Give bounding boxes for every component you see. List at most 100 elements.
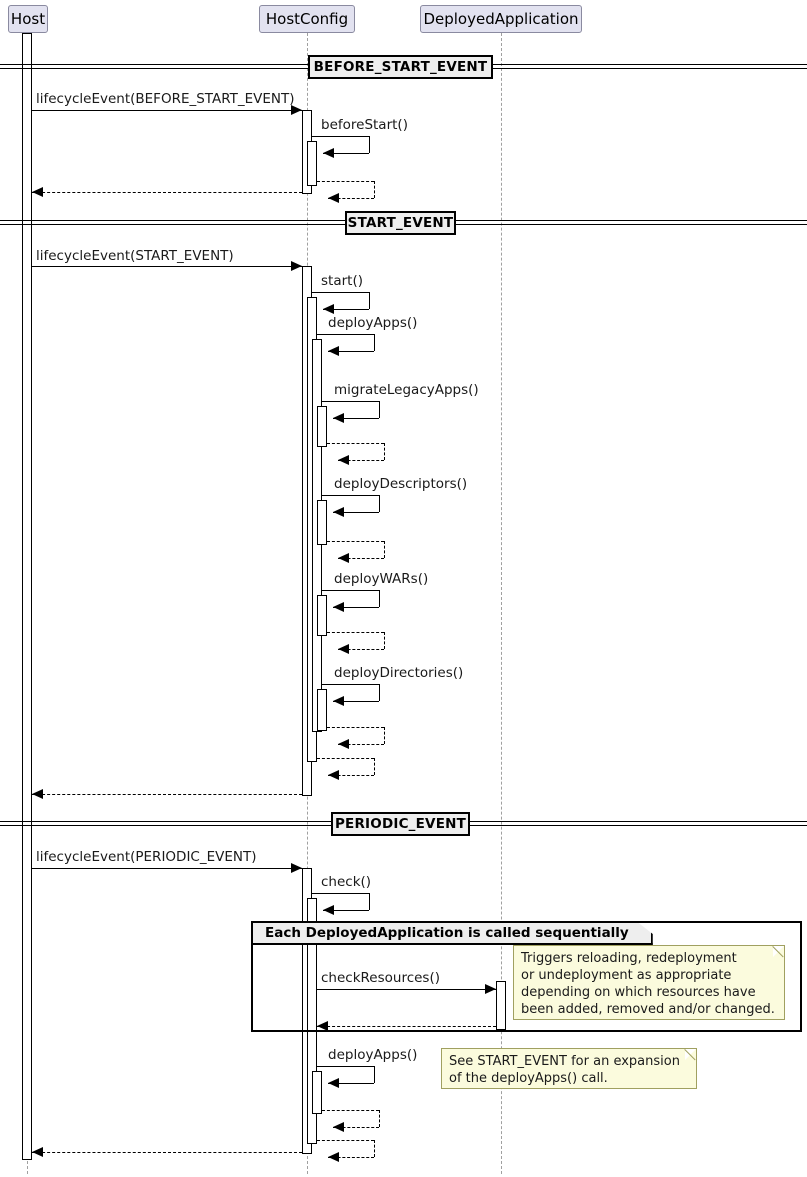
- arrowhead-icon: [328, 346, 339, 356]
- arrowhead-icon: [485, 984, 496, 994]
- arrowhead-icon: [32, 789, 43, 799]
- self-message-line: [327, 541, 384, 542]
- self-message-line: [327, 443, 384, 444]
- self-message-line: [374, 1066, 375, 1083]
- arrowhead-icon: [333, 696, 344, 706]
- self-message-line: [328, 1157, 374, 1158]
- self-message-line: [384, 541, 385, 558]
- self-message-line: [312, 136, 369, 137]
- message-label: check(): [321, 874, 372, 890]
- self-message-line: [369, 893, 370, 910]
- message-line: [317, 989, 496, 990]
- self-message-line: [338, 744, 384, 745]
- self-message-line: [369, 292, 370, 309]
- self-message-line: [333, 512, 379, 513]
- self-message-line: [338, 649, 384, 650]
- self-message-line: [338, 460, 384, 461]
- divider-periodic: PERIODIC_EVENT: [331, 812, 470, 836]
- message-label: lifecycleEvent(BEFORE_START_EVENT): [36, 91, 295, 107]
- self-message-line: [322, 684, 379, 685]
- arrowhead-icon: [323, 148, 334, 158]
- self-message-line: [379, 495, 380, 512]
- self-message-line: [379, 401, 380, 418]
- self-message-line: [333, 607, 379, 608]
- activation-bar: [312, 1071, 322, 1114]
- self-message-line: [323, 153, 369, 154]
- self-message-line: [322, 401, 379, 402]
- arrowhead-icon: [328, 770, 339, 780]
- self-message-line: [384, 632, 385, 649]
- arrowhead-icon: [317, 1021, 328, 1031]
- message-line: [32, 192, 302, 193]
- message-line: [32, 110, 302, 111]
- self-message-line: [317, 1140, 374, 1141]
- note-fold-corner-icon: [773, 946, 784, 957]
- self-message-line: [379, 684, 380, 701]
- note-fold-corner-icon: [685, 1049, 696, 1060]
- self-message-line: [317, 758, 374, 759]
- self-message-line: [322, 1110, 379, 1111]
- self-message-line: [379, 1110, 380, 1127]
- arrowhead-icon: [328, 1152, 339, 1162]
- message-label: deployWARs(): [334, 571, 429, 587]
- message-label: lifecycleEvent(PERIODIC_EVENT): [36, 849, 257, 865]
- self-message-line: [384, 443, 385, 460]
- message-line: [32, 1152, 302, 1153]
- self-message-line: [333, 1127, 379, 1128]
- message-label: deployApps(): [328, 315, 418, 331]
- activation-bar: [317, 406, 327, 447]
- divider-before-start: BEFORE_START_EVENT: [308, 55, 493, 79]
- arrowhead-icon: [333, 602, 344, 612]
- arrowhead-icon: [328, 1078, 339, 1088]
- self-message-line: [374, 758, 375, 775]
- note-deployapps-note: See START_EVENT for an expansion of the …: [441, 1048, 697, 1089]
- self-message-line: [327, 632, 384, 633]
- self-message-line: [328, 775, 374, 776]
- self-message-line: [379, 590, 380, 607]
- self-message-line: [374, 1140, 375, 1157]
- self-message-line: [312, 893, 369, 894]
- fragment-each-deployed-application: [251, 921, 802, 1032]
- self-message-line: [328, 1083, 374, 1084]
- message-line: [317, 1026, 496, 1027]
- participant-hostconfig[interactable]: HostConfig: [259, 5, 355, 33]
- arrowhead-icon: [32, 1147, 43, 1157]
- arrowhead-icon: [323, 905, 334, 915]
- self-message-line: [317, 181, 374, 182]
- self-message-line: [317, 334, 374, 335]
- arrowhead-icon: [333, 413, 344, 423]
- arrowhead-icon: [291, 863, 302, 873]
- self-message-line: [322, 495, 379, 496]
- message-label: deployApps(): [328, 1047, 418, 1063]
- arrowhead-icon: [338, 553, 349, 563]
- arrowhead-icon: [333, 507, 344, 517]
- self-message-line: [317, 1066, 374, 1067]
- arrowhead-icon: [338, 644, 349, 654]
- participant-host[interactable]: Host: [8, 5, 48, 33]
- self-message-line: [323, 910, 369, 911]
- activation-bar: [496, 981, 506, 1030]
- arrowhead-icon: [291, 105, 302, 115]
- message-label: migrateLegacyApps(): [334, 382, 479, 398]
- participant-deployedapplication[interactable]: DeployedApplication: [420, 5, 582, 33]
- self-message-line: [333, 701, 379, 702]
- activation-bar: [307, 141, 317, 186]
- activation-bar: [317, 500, 327, 545]
- arrowhead-icon: [328, 193, 339, 203]
- message-label: beforeStart(): [321, 117, 408, 133]
- self-message-line: [384, 727, 385, 744]
- self-message-line: [369, 136, 370, 153]
- self-message-line: [374, 181, 375, 198]
- lifeline-deployedapplication: [501, 33, 502, 1174]
- message-label: deployDirectories(): [334, 665, 464, 681]
- activation-bar: [317, 689, 327, 731]
- message-label: lifecycleEvent(START_EVENT): [36, 248, 234, 264]
- arrowhead-icon: [338, 455, 349, 465]
- message-label: checkResources(): [321, 970, 441, 986]
- self-message-line: [327, 727, 384, 728]
- message-label: start(): [321, 273, 363, 289]
- activation-bar: [22, 33, 32, 1160]
- self-message-line: [328, 351, 374, 352]
- arrowhead-icon: [333, 1122, 344, 1132]
